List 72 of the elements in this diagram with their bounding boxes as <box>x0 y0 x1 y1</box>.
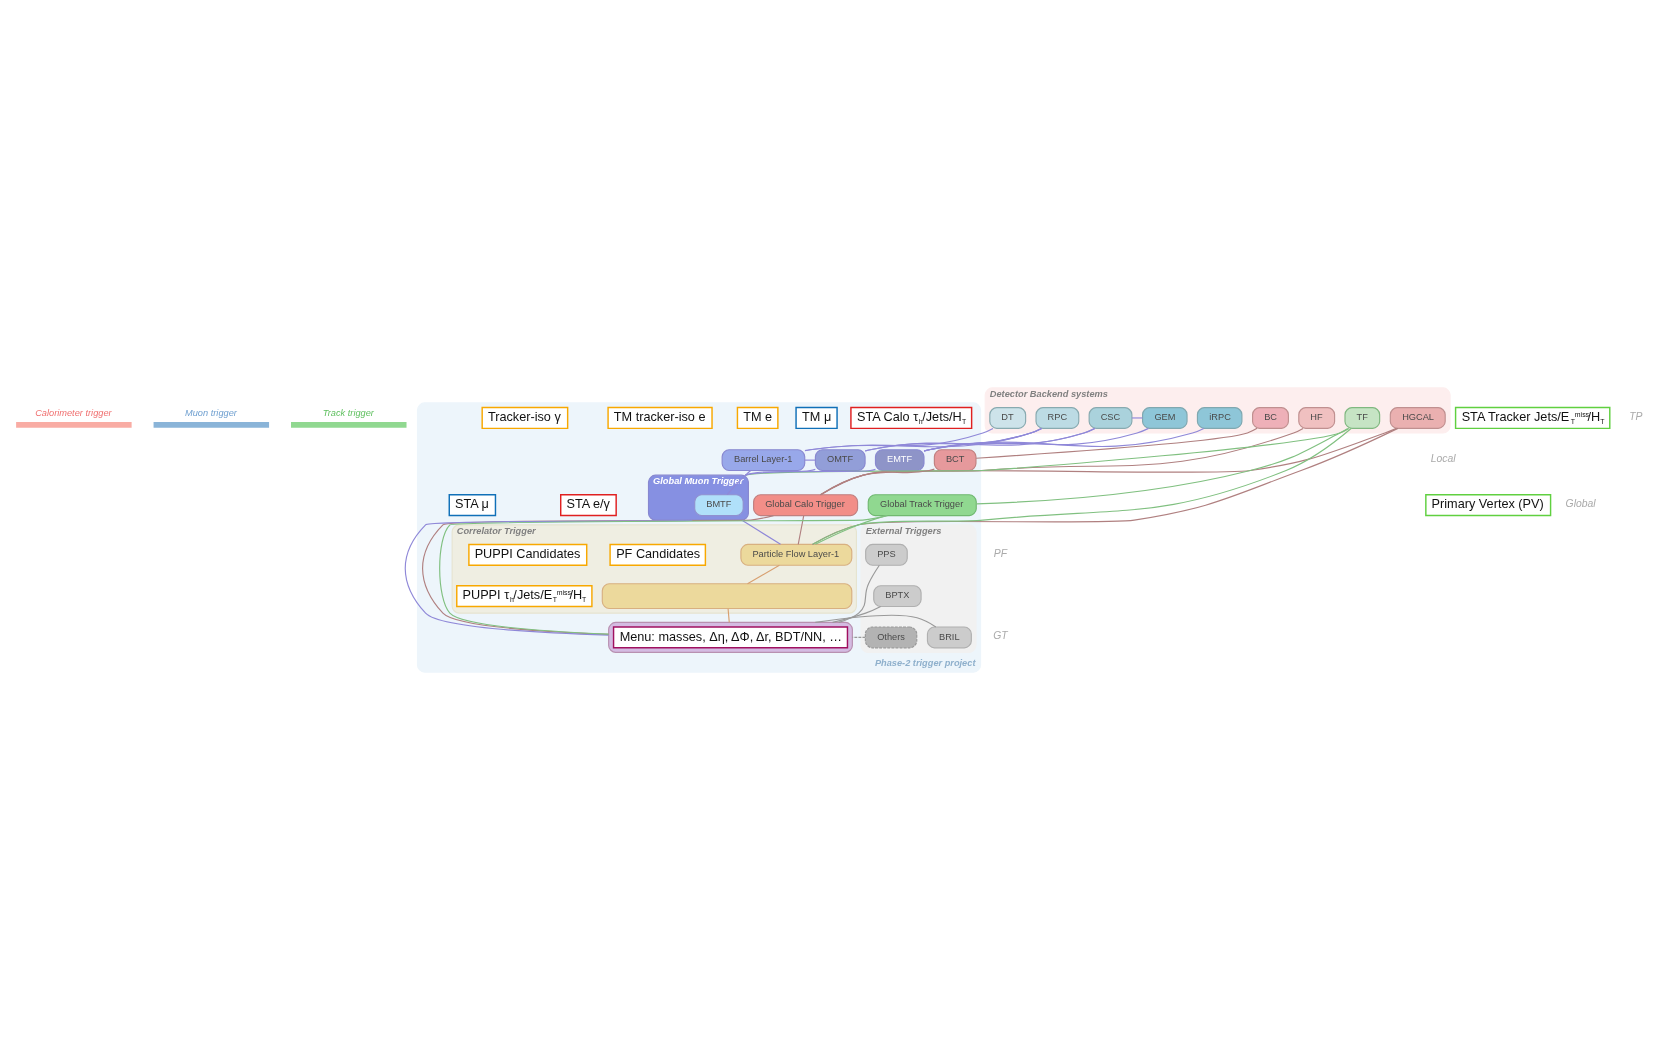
connector <box>744 427 1350 476</box>
label: Global <box>1565 497 1596 509</box>
node-label: Calorimeter trigger <box>35 407 112 418</box>
node-box: PF Candidates <box>609 543 707 566</box>
connector <box>814 514 887 545</box>
connector <box>975 427 1349 504</box>
node-box: BCT <box>933 448 977 471</box>
node-box: PPS <box>865 543 908 566</box>
node-box: Menu: masses, Δη, ΔΦ, Δr, BDT/NN, … <box>612 625 849 649</box>
node-box: BMTF <box>694 493 744 516</box>
node-box: HGCAL <box>1389 406 1446 429</box>
node-box: Tracker-iso γ <box>481 406 569 429</box>
node-box: BC <box>1252 406 1289 429</box>
node-label: Track trigger <box>322 407 374 418</box>
node-box: DT <box>989 406 1027 429</box>
connector <box>741 519 782 545</box>
label: Local <box>1430 452 1456 464</box>
node-box: Primary Vertex (PV) <box>1425 493 1552 516</box>
connector <box>864 427 1043 451</box>
node-box: STA Calo τ$_{h}$/Jets/H$_{T}$ <box>850 406 973 429</box>
connector <box>820 468 935 495</box>
connector <box>819 427 1398 495</box>
label: PF <box>993 547 1008 559</box>
connector <box>838 564 880 623</box>
connector <box>744 468 876 476</box>
node-box: PUPPI τ$_{h}$/Jets/E$_{T}$$^{miss}$/H$_{T}$ <box>456 584 593 607</box>
connector <box>726 469 752 495</box>
connector <box>923 427 1096 452</box>
node-box: STA μ <box>448 493 497 516</box>
node-box: STA Tracker Jets/E$_{T}$$^{miss}$/H$_{T}$ <box>1454 406 1611 429</box>
label: TP <box>1629 410 1643 422</box>
connector <box>864 427 1096 451</box>
node-box: TM tracker-iso e <box>607 406 713 429</box>
connector <box>923 427 1150 451</box>
node-box: CSC <box>1088 406 1133 429</box>
node-box: GEM <box>1142 406 1188 429</box>
node-box <box>16 421 132 428</box>
node-box: Particle Flow Layer-1 <box>740 543 853 566</box>
node-box <box>291 421 407 428</box>
connector <box>727 607 730 623</box>
connector <box>923 427 1205 451</box>
node-box: BRIL <box>926 625 972 648</box>
node-box <box>153 421 270 428</box>
connector <box>814 614 937 627</box>
node-box: TF <box>1344 406 1381 429</box>
node-box <box>601 582 853 609</box>
node-label: Muon trigger <box>185 407 237 418</box>
node-box: Others <box>864 625 918 648</box>
connector <box>819 427 1304 495</box>
node-box: STA e/γ <box>560 493 617 516</box>
connector <box>804 427 1043 451</box>
node-box: PUPPI Candidates <box>468 543 588 566</box>
connector <box>746 564 780 584</box>
node-box: Global Track Trigger <box>867 493 977 516</box>
node-box: OMTF <box>814 448 866 471</box>
connector <box>851 636 866 638</box>
connector <box>439 514 888 635</box>
node-box: RPC <box>1035 406 1080 429</box>
node-box: HF <box>1298 406 1336 429</box>
node-box: Global Calo Trigger <box>753 493 859 516</box>
connector <box>804 459 816 461</box>
node-box: TM e <box>736 406 779 429</box>
connector <box>975 427 1258 459</box>
node-box: TM μ <box>795 406 838 429</box>
connector <box>797 514 805 545</box>
node-box: Barrel Layer-1 <box>721 448 806 471</box>
node-box: iRPC <box>1196 406 1243 429</box>
node-box: BPTX <box>873 584 922 607</box>
node-box: EMTF <box>874 448 925 471</box>
connector <box>1131 416 1144 419</box>
label: GT <box>993 629 1008 641</box>
connector <box>831 605 882 623</box>
